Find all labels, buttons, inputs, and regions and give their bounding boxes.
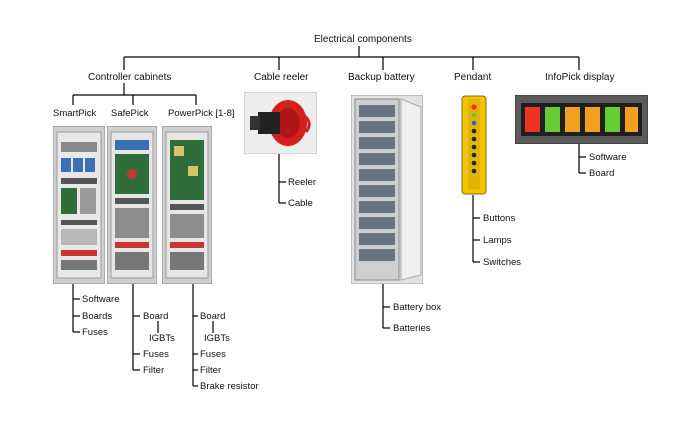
battery-part-battery-box: Battery box bbox=[393, 302, 442, 313]
cabinet-safepick-label: SafePick bbox=[111, 108, 149, 119]
powerpick-cabinet-photo bbox=[162, 126, 212, 284]
smartpick-part-fuses: Fuses bbox=[82, 327, 108, 338]
category-cable-reeler: Cable reeler bbox=[254, 72, 309, 83]
infopick-part-software: Software bbox=[589, 152, 627, 163]
battery-rack-photo bbox=[351, 95, 423, 284]
category-backup-battery: Backup battery bbox=[348, 72, 415, 83]
smartpick-part-software: Software bbox=[82, 294, 120, 305]
safepick-part-filter: Filter bbox=[143, 365, 165, 376]
safepick-cabinet-photo bbox=[107, 126, 157, 284]
powerpick-part-brake-resistor: Brake resistor bbox=[200, 381, 259, 392]
cable-reeler-part-reeler: Reeler bbox=[288, 177, 316, 188]
root-label: Electrical components bbox=[314, 34, 412, 45]
cabinet-powerpick-label: PowerPick [1-8] bbox=[168, 108, 235, 119]
led-display-photo bbox=[515, 95, 648, 144]
pendant-controller-photo bbox=[461, 95, 487, 195]
category-pendant: Pendant bbox=[454, 72, 492, 83]
powerpick-part-board: Board bbox=[200, 311, 226, 322]
pendant-part-buttons: Buttons bbox=[483, 213, 516, 224]
cable-reeler-part-cable: Cable bbox=[288, 198, 313, 209]
powerpick-part-filter: Filter bbox=[200, 365, 222, 376]
safepick-part-igbts: IGBTs bbox=[149, 333, 175, 344]
category-infopick-display: InfoPick display bbox=[545, 72, 615, 83]
safepick-part-fuses: Fuses bbox=[143, 349, 169, 360]
cabinet-smartpick-label: SmartPick bbox=[53, 108, 97, 119]
smartpick-part-boards: Boards bbox=[82, 311, 113, 322]
infopick-part-board: Board bbox=[589, 168, 615, 179]
smartpick-cabinet-photo bbox=[53, 126, 105, 284]
battery-part-batteries: Batteries bbox=[393, 323, 431, 334]
powerpick-part-fuses: Fuses bbox=[200, 349, 226, 360]
powerpick-part-igbts: IGBTs bbox=[204, 333, 230, 344]
pendant-part-lamps: Lamps bbox=[483, 235, 512, 246]
safepick-part-board: Board bbox=[143, 311, 169, 322]
pendant-part-switches: Switches bbox=[483, 257, 522, 268]
cable-reeler-photo bbox=[244, 92, 317, 154]
category-controller-cabinets: Controller cabinets bbox=[88, 72, 172, 83]
